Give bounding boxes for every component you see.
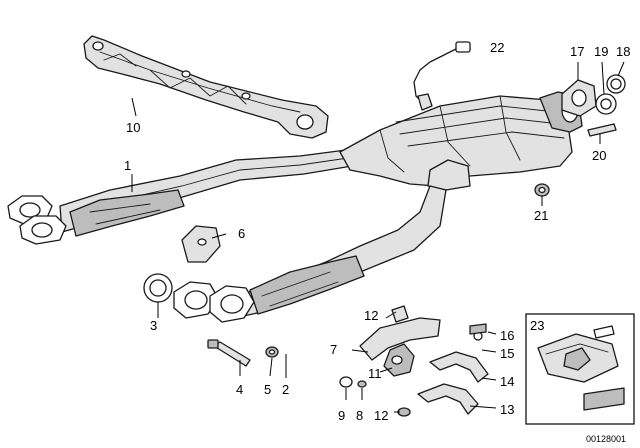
callout-20: 20 bbox=[592, 148, 606, 163]
callout-13: 13 bbox=[500, 402, 514, 417]
callout-8: 8 bbox=[356, 408, 363, 423]
front-pipe-flanges bbox=[7, 195, 67, 245]
callout-18: 18 bbox=[616, 44, 630, 59]
callout-12-bottom: 12 bbox=[374, 408, 388, 423]
document-id: 00128001 bbox=[586, 434, 626, 444]
callout-11: 11 bbox=[368, 366, 382, 381]
callout-22: 22 bbox=[490, 40, 504, 55]
bolt bbox=[207, 339, 251, 367]
muffler-assembly bbox=[339, 91, 583, 191]
callout-12-top: 12 bbox=[364, 308, 378, 323]
callout-17: 17 bbox=[570, 44, 584, 59]
callout-7: 7 bbox=[330, 342, 337, 357]
callout-15: 15 bbox=[500, 346, 514, 361]
callout-16: 16 bbox=[500, 328, 514, 343]
oxygen-sensor bbox=[413, 41, 471, 111]
callout-labels: 1 2 3 4 5 6 7 8 9 10 11 12 12 13 14 15 1… bbox=[124, 40, 630, 423]
callout-1: 1 bbox=[124, 158, 131, 173]
callout-14: 14 bbox=[500, 374, 514, 389]
callout-4: 4 bbox=[236, 382, 243, 397]
pipe-bracket bbox=[181, 225, 221, 263]
front-pipe-lower bbox=[173, 185, 447, 323]
callout-21: 21 bbox=[534, 208, 548, 223]
callout-5: 5 bbox=[264, 382, 271, 397]
front-pipe-upper bbox=[59, 149, 353, 237]
callout-2: 2 bbox=[282, 382, 289, 397]
nut-rear bbox=[534, 183, 550, 197]
callout-9: 9 bbox=[338, 408, 345, 423]
callout-6: 6 bbox=[238, 226, 245, 241]
nut bbox=[265, 346, 279, 358]
callout-10: 10 bbox=[126, 120, 140, 135]
gasket-ring bbox=[143, 273, 173, 303]
hanger-assembly bbox=[359, 305, 441, 377]
callout-3: 3 bbox=[150, 318, 157, 333]
callout-23: 23 bbox=[530, 318, 544, 333]
leader-lines bbox=[131, 61, 625, 413]
detail-inset-23 bbox=[525, 313, 635, 425]
crossmember-bracket bbox=[83, 35, 329, 139]
callout-19: 19 bbox=[594, 44, 608, 59]
pipe-clamps bbox=[339, 323, 489, 417]
